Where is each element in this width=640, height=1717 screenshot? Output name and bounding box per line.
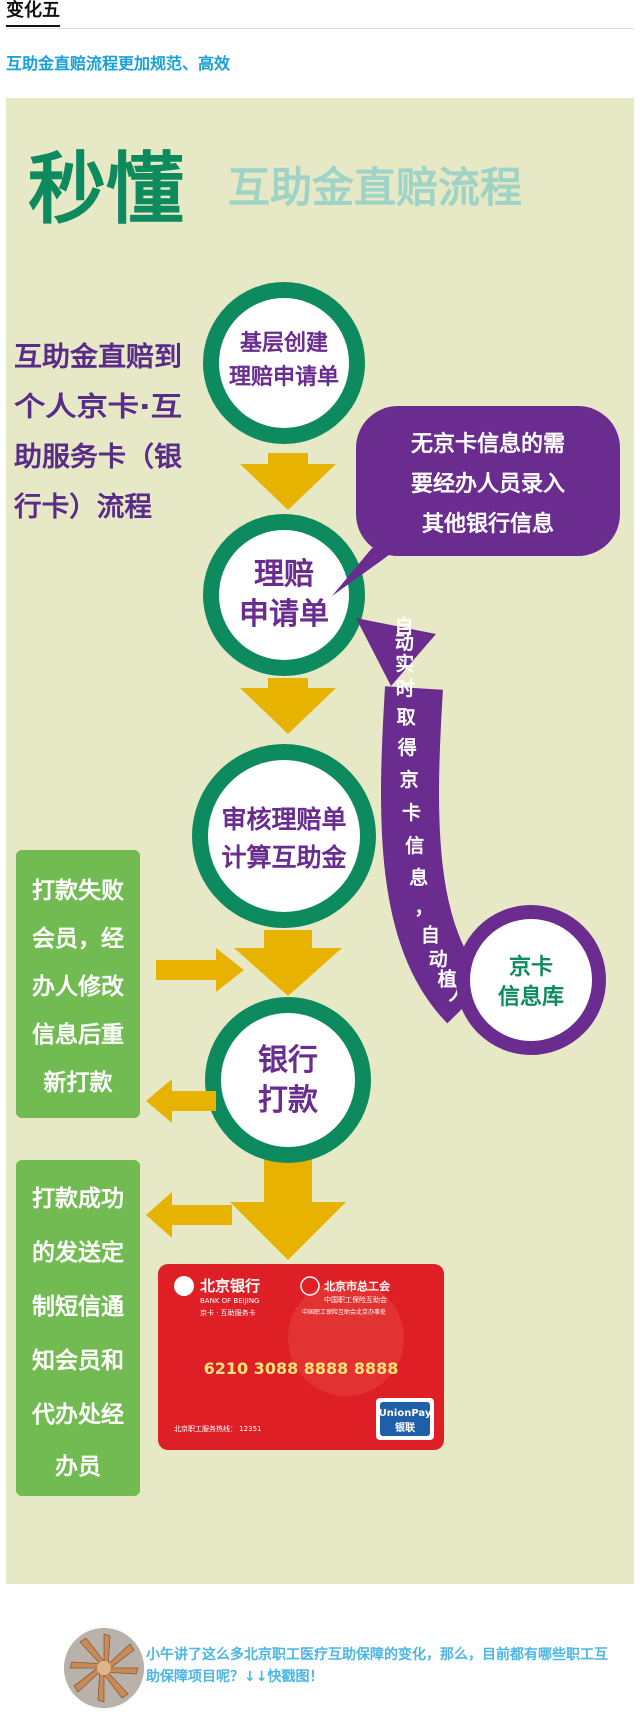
- arc-char: 动: [429, 949, 448, 971]
- step-3-line: 计算互助金: [221, 843, 347, 872]
- success-line: 打款成功: [32, 1185, 124, 1212]
- step-1: 基层创建 理赔申请单: [203, 282, 365, 444]
- arc-char: 自: [421, 924, 440, 947]
- success-line: 办员: [55, 1454, 101, 1480]
- card-type: 京卡 · 互助服务卡: [200, 1308, 256, 1317]
- payment-success-box: 打款成功 的发送定 制短信通 知会员和 代办处经 办员: [16, 1160, 140, 1496]
- step-2-line: 申请单: [239, 597, 329, 632]
- fail-line: 新打款: [44, 1069, 114, 1096]
- flow-diagram: 秒懂 互助金直赔流程 互助金直赔到 个人京卡·互 助服务卡（银 行卡）流程 基层…: [13, 145, 620, 1496]
- bank-name-en: BANK OF BEIJING: [200, 1297, 259, 1305]
- left-arrow: [146, 1079, 216, 1123]
- section-header: 变化五: [6, 0, 634, 29]
- poster-title-big: 秒懂: [28, 145, 184, 235]
- side-arrows: [146, 948, 244, 1238]
- arc-char: 卡: [402, 801, 421, 824]
- step-2-line: 理赔: [254, 557, 314, 592]
- step-2: 理赔 申请单: [203, 514, 365, 676]
- step-4: 银行 打款: [205, 997, 371, 1163]
- promo-avatar[interactable]: [64, 1628, 144, 1708]
- fail-line: 会员，经: [32, 925, 124, 952]
- union-note: 中国职工保险互助会北京办事处: [302, 1308, 386, 1316]
- step-1-line: 理赔申请单: [229, 364, 339, 390]
- down-arrow: [234, 930, 342, 996]
- bubble-line: 其他银行信息: [422, 511, 554, 537]
- card-hotline: 北京职工服务热线： 12351: [174, 1424, 262, 1433]
- success-line: 知会员和: [32, 1347, 124, 1374]
- arc-char: 息: [409, 866, 428, 889]
- left-description: 互助金直赔到 个人京卡·互 助服务卡（银 行卡）流程: [13, 341, 182, 523]
- arc-char: 得: [397, 736, 417, 759]
- step-4-line: 打款: [258, 1083, 319, 1118]
- union-name: 北京市总工会: [324, 1279, 391, 1293]
- success-line: 的发送定: [32, 1239, 124, 1266]
- promo-text[interactable]: 小午讲了这么多北京职工医疗互助保障的变化，那么，目前都有哪些职工互助保障项目呢？…: [146, 1647, 608, 1685]
- bubble-line: 无京卡信息的需: [411, 431, 565, 457]
- arc-char: ，: [414, 897, 433, 919]
- step-4-line: 银行: [258, 1043, 318, 1078]
- down-arrows: [230, 453, 346, 1260]
- left-desc-line: 行卡）流程: [13, 491, 152, 523]
- db-line: 信息库: [498, 984, 564, 1010]
- unionpay-cn: 银联: [395, 1421, 415, 1434]
- bank-name-cn: 北京银行: [200, 1277, 260, 1295]
- arc-char: 取: [397, 706, 416, 728]
- poster-title-small: 互助金直赔流程: [228, 163, 522, 212]
- right-arrow: [156, 948, 244, 992]
- down-arrow: [240, 453, 336, 510]
- down-arrow: [230, 1150, 346, 1260]
- footer-promo[interactable]: 小午讲了这么多北京职工医疗互助保障的变化，那么，目前都有哪些职工互助保障项目呢？…: [64, 1628, 624, 1712]
- jingka-database: 京卡 信息库: [456, 905, 606, 1055]
- union-emblem-icon: [300, 1276, 320, 1296]
- hands-circle-icon: [64, 1628, 144, 1708]
- step-3-line: 审核理赔单: [221, 805, 346, 834]
- success-line: 制短信通: [32, 1293, 124, 1320]
- step-3: 审核理赔单 计算互助金: [192, 744, 376, 928]
- success-line: 代办处经: [31, 1401, 124, 1428]
- arc-char: 时: [396, 678, 415, 700]
- arc-char: 动: [395, 632, 414, 654]
- union-subname: 中国职工保险互助会: [324, 1295, 387, 1304]
- arc-char: 实: [395, 652, 414, 675]
- step-1-line: 基层创建: [240, 331, 328, 356]
- fail-line: 办人修改: [32, 973, 124, 1000]
- arc-char: 京: [400, 768, 419, 791]
- card-number: 6210 3088 8888 8888: [204, 1359, 399, 1378]
- db-line: 京卡: [509, 954, 553, 980]
- arc-char: 信: [405, 834, 424, 857]
- left-arrow: [146, 1192, 232, 1238]
- fail-line: 信息后重: [32, 1021, 124, 1048]
- info-bubble: 无京卡信息的需 要经办人员录入 其他银行信息: [332, 406, 620, 596]
- flow-poster: 秒懂 互助金直赔流程 互助金直赔到 个人京卡·互 助服务卡（银 行卡）流程 基层…: [6, 98, 634, 1584]
- down-arrow: [240, 678, 336, 734]
- arc-char: 植: [438, 967, 457, 990]
- arc-char: 自: [394, 615, 413, 638]
- fail-line: 打款失败: [32, 877, 124, 904]
- bank-card: 北京银行 BANK OF BEIJING 京卡 · 互助服务卡 北京市总工会 中…: [158, 1264, 444, 1450]
- unionpay-en: UnionPay: [379, 1408, 432, 1419]
- left-desc-line: 互助金直赔到: [14, 341, 182, 373]
- payment-fail-box: 打款失败 会员，经 办人修改 信息后重 新打款: [16, 850, 140, 1118]
- section-subtitle: 互助金直赔流程更加规范、高效: [6, 54, 231, 73]
- section-title: 变化五: [6, 0, 60, 27]
- bank-logo-icon: [174, 1276, 194, 1296]
- left-desc-line: 助服务卡（银: [14, 442, 182, 473]
- bubble-line: 要经办人员录入: [411, 471, 565, 497]
- left-desc-line: 个人京卡·互: [14, 391, 182, 423]
